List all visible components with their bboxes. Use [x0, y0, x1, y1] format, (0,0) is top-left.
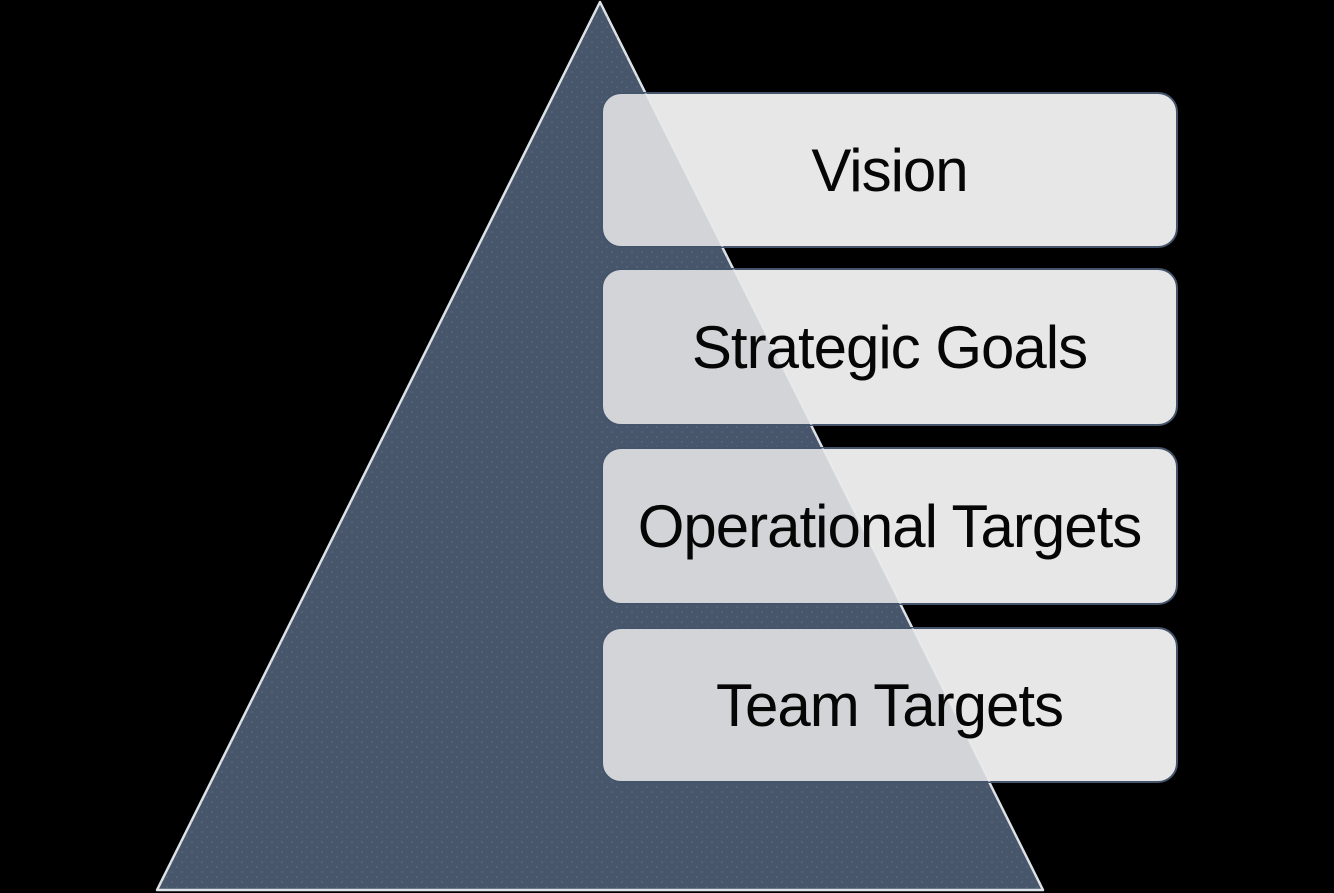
level-box-vision-background	[601, 92, 1178, 248]
level-box-strategic-goals: Strategic Goals	[601, 268, 1178, 426]
level-box-team-targets: Team Targets	[601, 627, 1178, 783]
level-label-strategic-goals: Strategic Goals	[691, 313, 1088, 381]
level-box-vision: Vision	[601, 92, 1178, 248]
level-box-operational-targets: Operational Targets	[601, 447, 1178, 605]
level-label-vision: Vision	[811, 136, 968, 204]
pyramid-overlap-shade	[602, 93, 723, 247]
level-box-strategic-goals-background	[601, 268, 1178, 426]
pyramid-overlap-shade	[602, 269, 812, 425]
pyramid-overlap-shade	[602, 628, 990, 782]
level-label-team-targets: Team Targets	[715, 671, 1064, 739]
level-box-operational-targets-background	[601, 447, 1178, 605]
level-box-team-targets-background	[601, 627, 1178, 783]
pyramid-overlap-shade	[602, 448, 901, 604]
level-label-operational-targets: Operational Targets	[637, 492, 1143, 560]
